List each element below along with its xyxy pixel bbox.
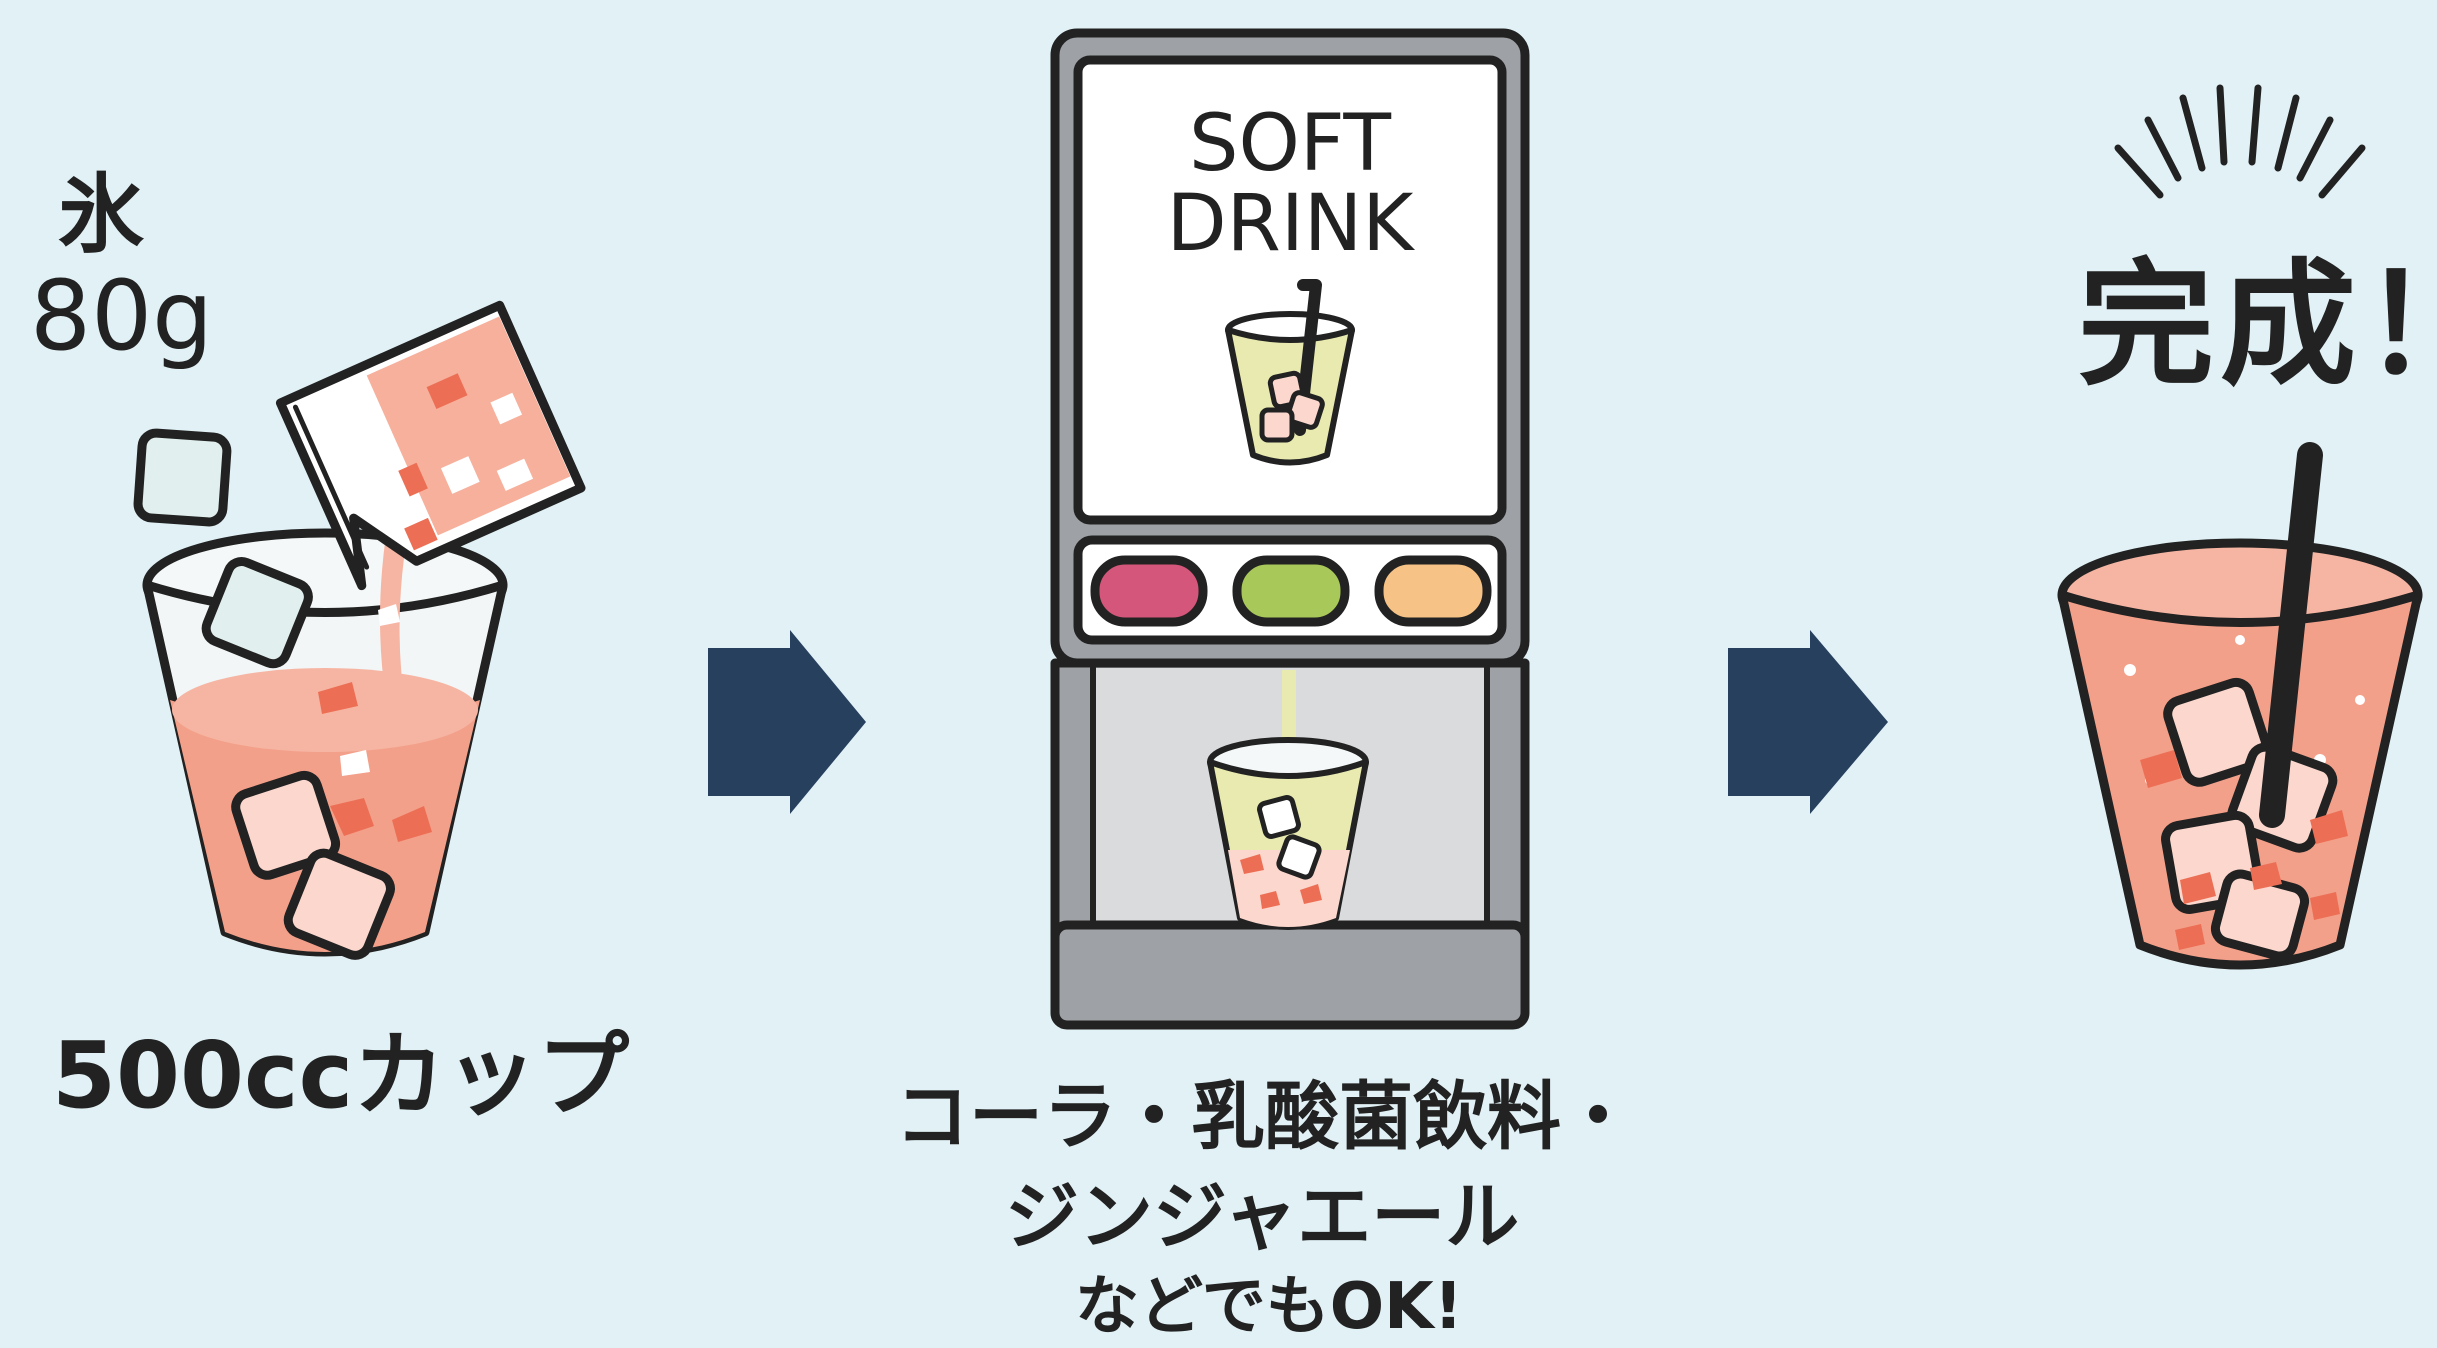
ice-label: 氷 <box>58 165 144 265</box>
done-label: 完成！ <box>2078 247 2437 405</box>
ice-cube-icon <box>283 848 395 960</box>
soft-drink-dispenser-icon <box>1050 28 1530 1030</box>
right-arrow-icon <box>1728 630 1888 814</box>
ice-cube-icon <box>201 557 313 669</box>
drinks-label-line1: コーラ・乳酸菌飲料・ <box>895 1074 1635 1160</box>
juice-package-icon <box>275 300 586 591</box>
step1-cup <box>133 300 586 960</box>
ice-cube-icon <box>133 428 232 527</box>
screen-line2: DRINK <box>1167 179 1416 269</box>
ice-amount-label: 80g <box>30 260 214 372</box>
drinks-ok-label: などでもOK! <box>1075 1270 1463 1344</box>
screen-line1: SOFT <box>1189 99 1391 189</box>
finished-drink-icon <box>2057 442 2423 970</box>
sparkle-icon <box>2114 84 2366 199</box>
right-arrow-icon <box>708 630 866 814</box>
drinks-label-line2: ジンジャエール <box>1005 1174 1520 1260</box>
drink-cup-icon <box>1225 279 1355 466</box>
cup-size-label: 500ccカップ <box>52 1022 630 1129</box>
ice-cube-icon <box>231 770 341 880</box>
